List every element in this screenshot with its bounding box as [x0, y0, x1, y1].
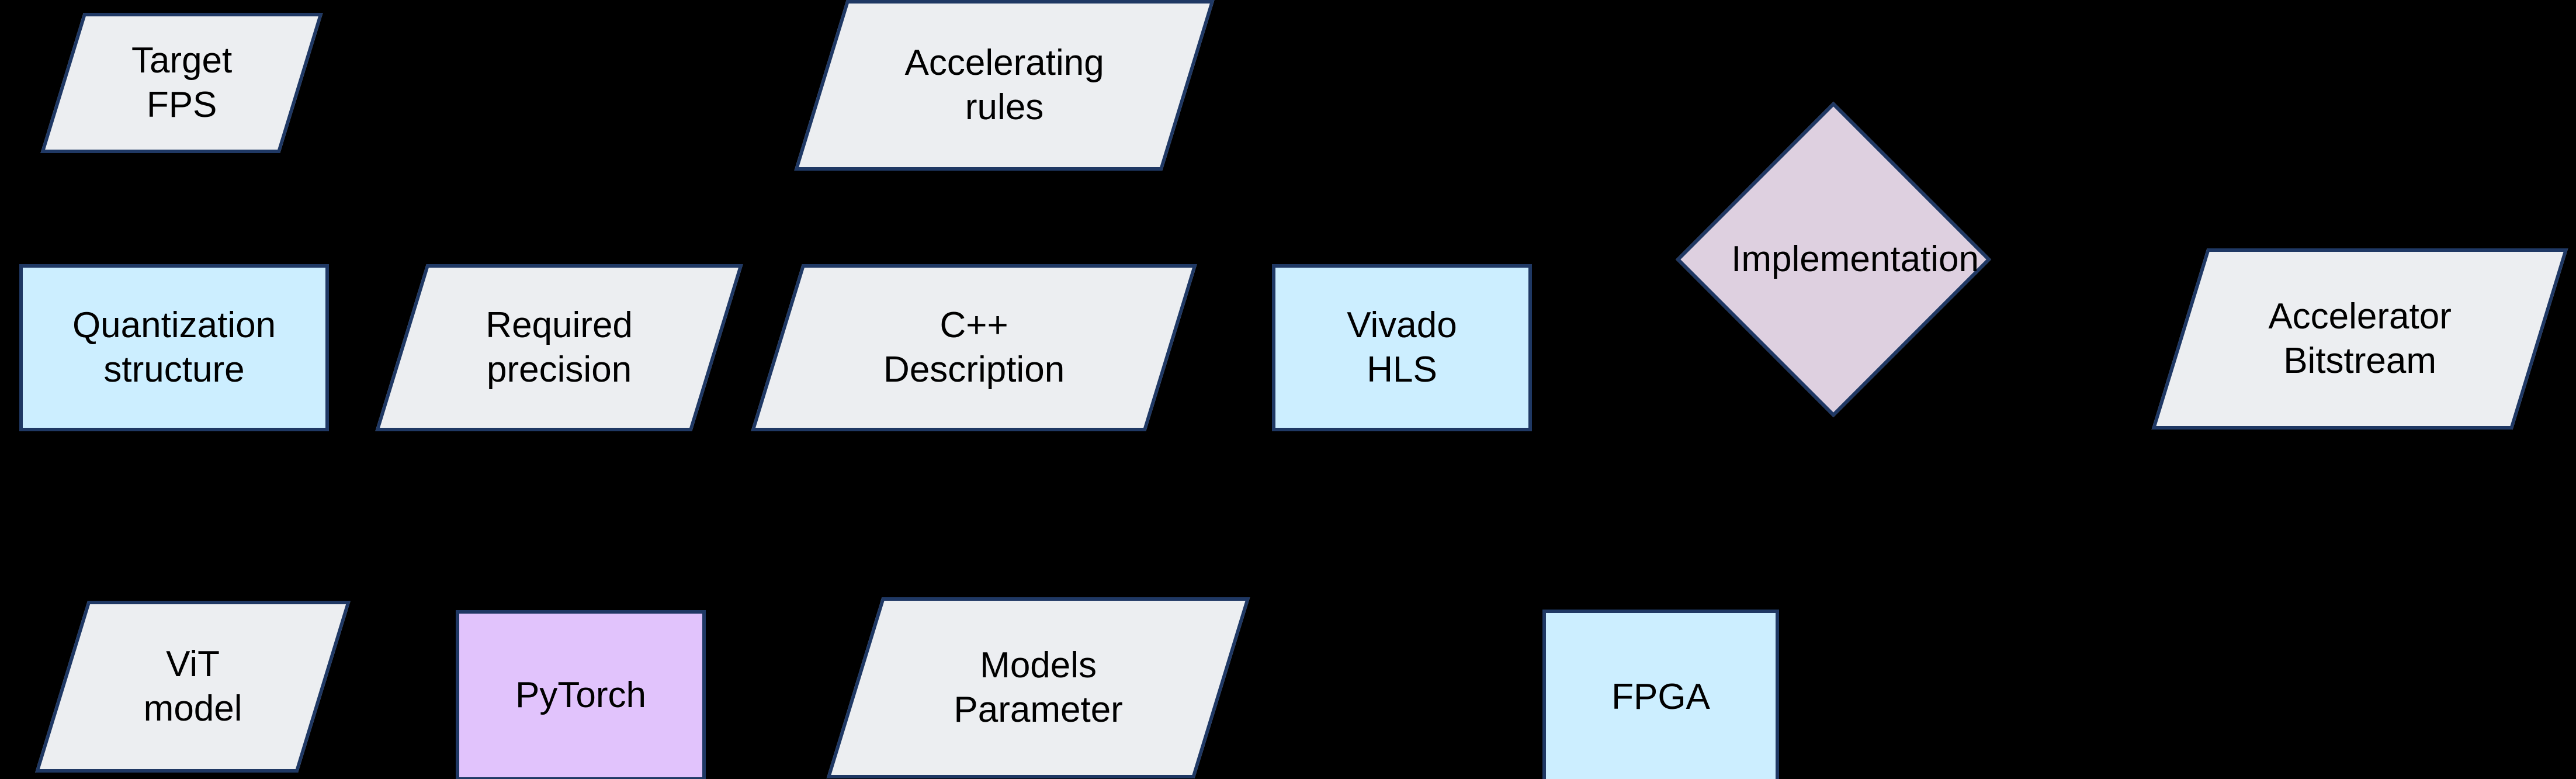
connector-required-precision-to-cpp — [559, 347, 974, 349]
node-models-parameter[interactable]: Models Parameter — [826, 597, 1250, 778]
node-label-target-fps: Target FPS — [131, 40, 233, 125]
node-required-precision[interactable]: Required precision — [375, 264, 743, 431]
node-label-vivado-hls: Vivado HLS — [1347, 305, 1457, 390]
node-label-accelerator-bitstream: Accelerator Bitstream — [2268, 296, 2452, 381]
connector-quantization-to-required-precision — [174, 347, 559, 349]
node-fpga[interactable]: FPGA — [1542, 610, 1779, 779]
node-label-pytorch: PyTorch — [515, 675, 646, 716]
node-vit-model[interactable]: ViT model — [35, 601, 351, 773]
node-label-vit-model: ViT model — [143, 644, 242, 729]
node-label-fpga: FPGA — [1611, 677, 1710, 718]
node-label-accelerating-rules: Accelerating rules — [904, 43, 1104, 127]
node-target-fps[interactable]: Target FPS — [40, 13, 323, 153]
connector-cpp-to-vivado-hls — [974, 347, 1402, 349]
node-label-implementation: Implementation — [1731, 239, 1979, 280]
node-label-cpp-description: C++ Description — [883, 305, 1065, 390]
node-implementation[interactable]: Implementation — [1675, 101, 1992, 418]
node-label-models-parameter: Models Parameter — [954, 645, 1123, 730]
node-quantization-structure[interactable]: Quantization structure — [19, 264, 329, 431]
node-label-required-precision: Required precision — [486, 305, 633, 390]
node-accelerator-bitstream[interactable]: Accelerator Bitstream — [2151, 248, 2568, 430]
node-vivado-hls[interactable]: Vivado HLS — [1272, 264, 1532, 431]
node-cpp-description[interactable]: C++ Description — [751, 264, 1197, 431]
node-label-quantization-structure: Quantization structure — [72, 305, 276, 390]
node-pytorch[interactable]: PyTorch — [456, 610, 706, 779]
node-accelerating-rules[interactable]: Accelerating rules — [794, 0, 1215, 171]
